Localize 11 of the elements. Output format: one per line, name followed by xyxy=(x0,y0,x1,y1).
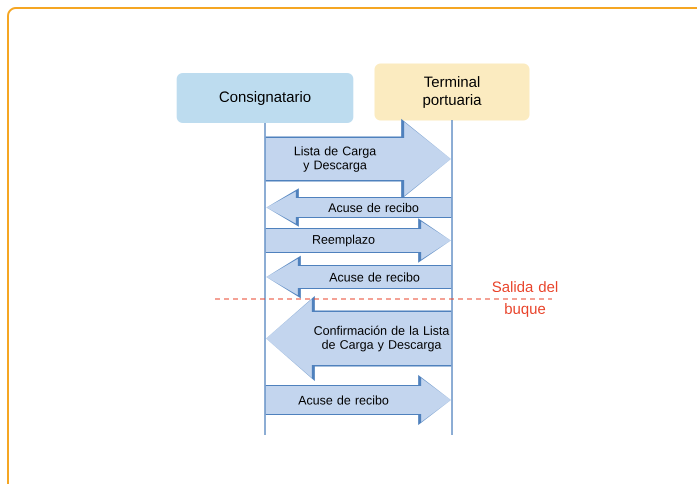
edge-label: Acuse de recibo xyxy=(329,272,420,282)
edge-label: Reemplazo xyxy=(313,234,374,246)
edge-label: Acuse de recibo xyxy=(298,395,388,405)
lifeline-header: Terminal portuaria xyxy=(374,64,530,120)
lifeline xyxy=(451,120,453,435)
edge-label: Lista de Carga y Descarga xyxy=(294,146,376,172)
annotation: Salida del buque xyxy=(492,281,558,317)
edge-label: Confirmación de la Lista de Carga y Descarga xyxy=(314,326,450,352)
edge-label: Acuse de recibo xyxy=(328,202,418,212)
lifeline xyxy=(264,123,266,435)
lifeline-header: Consignatario xyxy=(176,73,354,123)
